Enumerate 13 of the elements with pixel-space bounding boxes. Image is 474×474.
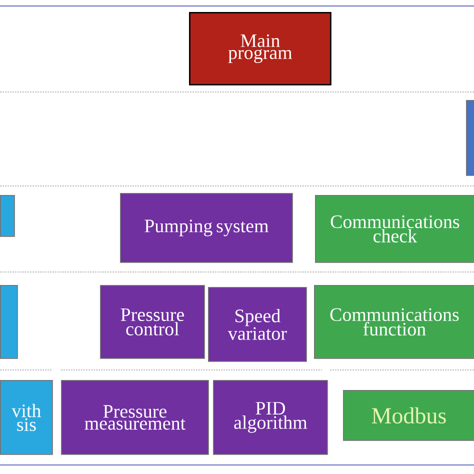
process-box: PID algorithm	[213, 380, 328, 455]
process-box: Pumping system	[120, 193, 293, 263]
process-box: vith sis	[0, 380, 53, 455]
process-box: Communications function	[314, 285, 474, 359]
process-box: Pressure measurement	[61, 380, 209, 455]
process-box: Speed variator	[208, 287, 307, 362]
process-box: Main program	[189, 12, 332, 86]
process-box: Communications check	[315, 195, 474, 263]
process-box	[0, 195, 15, 237]
process-box	[466, 100, 474, 176]
process-box: Modbus	[343, 390, 474, 441]
process-box	[0, 285, 18, 359]
process-box: Pressure control	[100, 285, 205, 359]
